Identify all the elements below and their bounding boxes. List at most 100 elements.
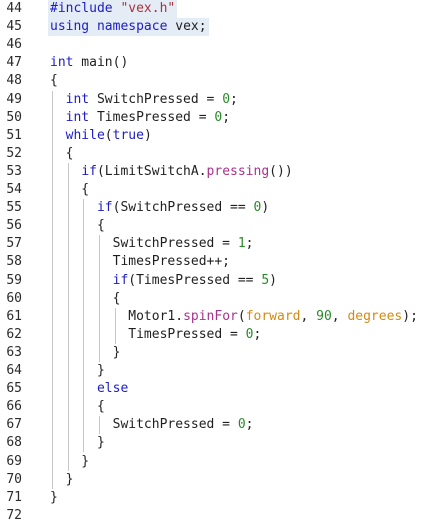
code-line[interactable]: 71} — [0, 489, 430, 507]
code-token — [50, 200, 97, 215]
line-number: 66 — [6, 399, 22, 415]
line-number: 47 — [6, 55, 22, 71]
code-token: { — [50, 73, 58, 89]
code-token — [50, 110, 66, 125]
code-line[interactable]: 70 } — [0, 471, 430, 489]
code-token: ) — [269, 272, 277, 288]
line-number: 68 — [6, 435, 22, 451]
code-text: int main() — [50, 54, 128, 72]
indent-guide — [98, 235, 100, 362]
code-line[interactable]: 54 { — [0, 181, 430, 199]
line-number: 61 — [6, 308, 22, 324]
code-line[interactable]: 53 if(LimitSwitchA.pressing()) — [0, 163, 430, 181]
code-line[interactable]: 47 int main() — [0, 54, 430, 72]
line-number: 72 — [6, 507, 22, 523]
code-token — [50, 381, 97, 396]
code-text: int SwitchPressed = 0; — [50, 91, 238, 109]
code-token: ( — [237, 308, 246, 324]
code-line[interactable]: 58 TimesPressed++; — [0, 253, 430, 271]
code-token: int — [65, 91, 90, 107]
code-token: 0 — [245, 326, 254, 342]
code-text: if(LimitSwitchA.pressing()) — [50, 163, 293, 181]
code-line[interactable]: 57 SwitchPressed = 1; — [0, 235, 430, 253]
code-text: } — [50, 344, 121, 362]
line-number: 54 — [6, 182, 22, 197]
code-text: SwitchPressed = 0; — [50, 416, 254, 434]
code-token: degrees — [347, 308, 403, 324]
code-line[interactable]: 62 TimesPressed = 0; — [0, 326, 430, 344]
code-text: { — [50, 290, 121, 308]
code-token: } — [50, 453, 90, 469]
code-token: { — [50, 399, 105, 415]
code-line[interactable]: 68 } — [0, 434, 430, 452]
line-number: 53 — [6, 163, 22, 179]
code-token: TimesPressed = — [89, 109, 215, 125]
code-token: ; — [245, 236, 254, 252]
code-line[interactable]: 50 int TimesPressed = 0; — [0, 109, 430, 127]
line-number: 67 — [6, 417, 22, 433]
code-token: { — [50, 145, 74, 161]
code-token: if — [81, 163, 97, 179]
code-text: } — [50, 453, 89, 471]
line-number: 48 — [6, 73, 22, 89]
line-number: 70 — [6, 471, 22, 487]
code-token: 90 — [316, 308, 332, 324]
code-text: { — [50, 72, 58, 90]
code-token: ()) — [269, 163, 293, 179]
code-token: vex; — [167, 19, 207, 35]
code-line[interactable]: 49 int SwitchPressed = 0; — [0, 91, 430, 109]
code-line[interactable]: 60 { — [0, 290, 430, 308]
code-token: ; — [230, 91, 238, 107]
code-token: while — [65, 127, 105, 143]
code-token: #include — [50, 1, 113, 16]
code-text: else — [50, 380, 128, 398]
code-line[interactable]: 46 — [0, 36, 430, 54]
code-token: if — [96, 200, 113, 216]
code-line[interactable]: 61 Motor1.spinFor(forward, 90, degrees); — [0, 308, 430, 326]
code-line[interactable]: 67 SwitchPressed = 0; — [0, 416, 430, 434]
code-token: (SwitchPressed == — [112, 200, 254, 216]
line-number: 69 — [6, 453, 22, 469]
code-line[interactable]: 64 } — [0, 362, 430, 380]
code-line[interactable]: 69 } — [0, 453, 430, 471]
line-number: 51 — [6, 127, 22, 143]
code-line[interactable]: 48 { — [0, 72, 430, 90]
line-number: 71 — [6, 489, 22, 505]
indent-guide — [83, 199, 85, 453]
code-text: } — [50, 434, 105, 452]
code-line[interactable]: 72 — [0, 507, 430, 525]
line-number: 52 — [6, 145, 22, 161]
line-number: 65 — [6, 381, 22, 397]
code-text: { — [50, 398, 105, 416]
code-line[interactable]: 44 #include "vex.h" — [0, 0, 430, 18]
code-token: } — [50, 435, 105, 451]
code-line[interactable]: 55 if(SwitchPressed == 0) — [0, 199, 430, 217]
code-token: TimesPressed = — [50, 326, 246, 342]
code-token: int — [50, 55, 74, 71]
code-token: } — [50, 489, 58, 505]
code-line[interactable]: 65 else — [0, 380, 430, 398]
code-token: { — [50, 218, 105, 234]
code-token: namespace — [96, 19, 168, 35]
code-token: SwitchPressed = — [50, 417, 238, 433]
code-token: 0 — [214, 109, 223, 125]
code-line[interactable]: 63 } — [0, 344, 430, 362]
line-number: 57 — [6, 236, 22, 252]
code-line[interactable]: 59 if(TimesPressed == 5) — [0, 272, 430, 290]
line-number: 44 — [6, 1, 22, 16]
code-text: #include "vex.h" — [50, 0, 175, 18]
code-line[interactable]: 56 { — [0, 217, 430, 235]
code-line[interactable]: 66 { — [0, 398, 430, 416]
line-number: 56 — [6, 218, 22, 234]
code-token: 0 — [237, 417, 246, 433]
code-token: (LimitSwitchA. — [96, 163, 207, 179]
code-line[interactable]: 52 { — [0, 145, 430, 163]
line-number: 49 — [6, 91, 22, 107]
code-token — [50, 128, 66, 143]
code-token — [50, 273, 113, 288]
selection-highlight — [48, 18, 209, 37]
code-line[interactable]: 51 while(true) — [0, 127, 430, 145]
code-token: 5 — [261, 272, 270, 288]
